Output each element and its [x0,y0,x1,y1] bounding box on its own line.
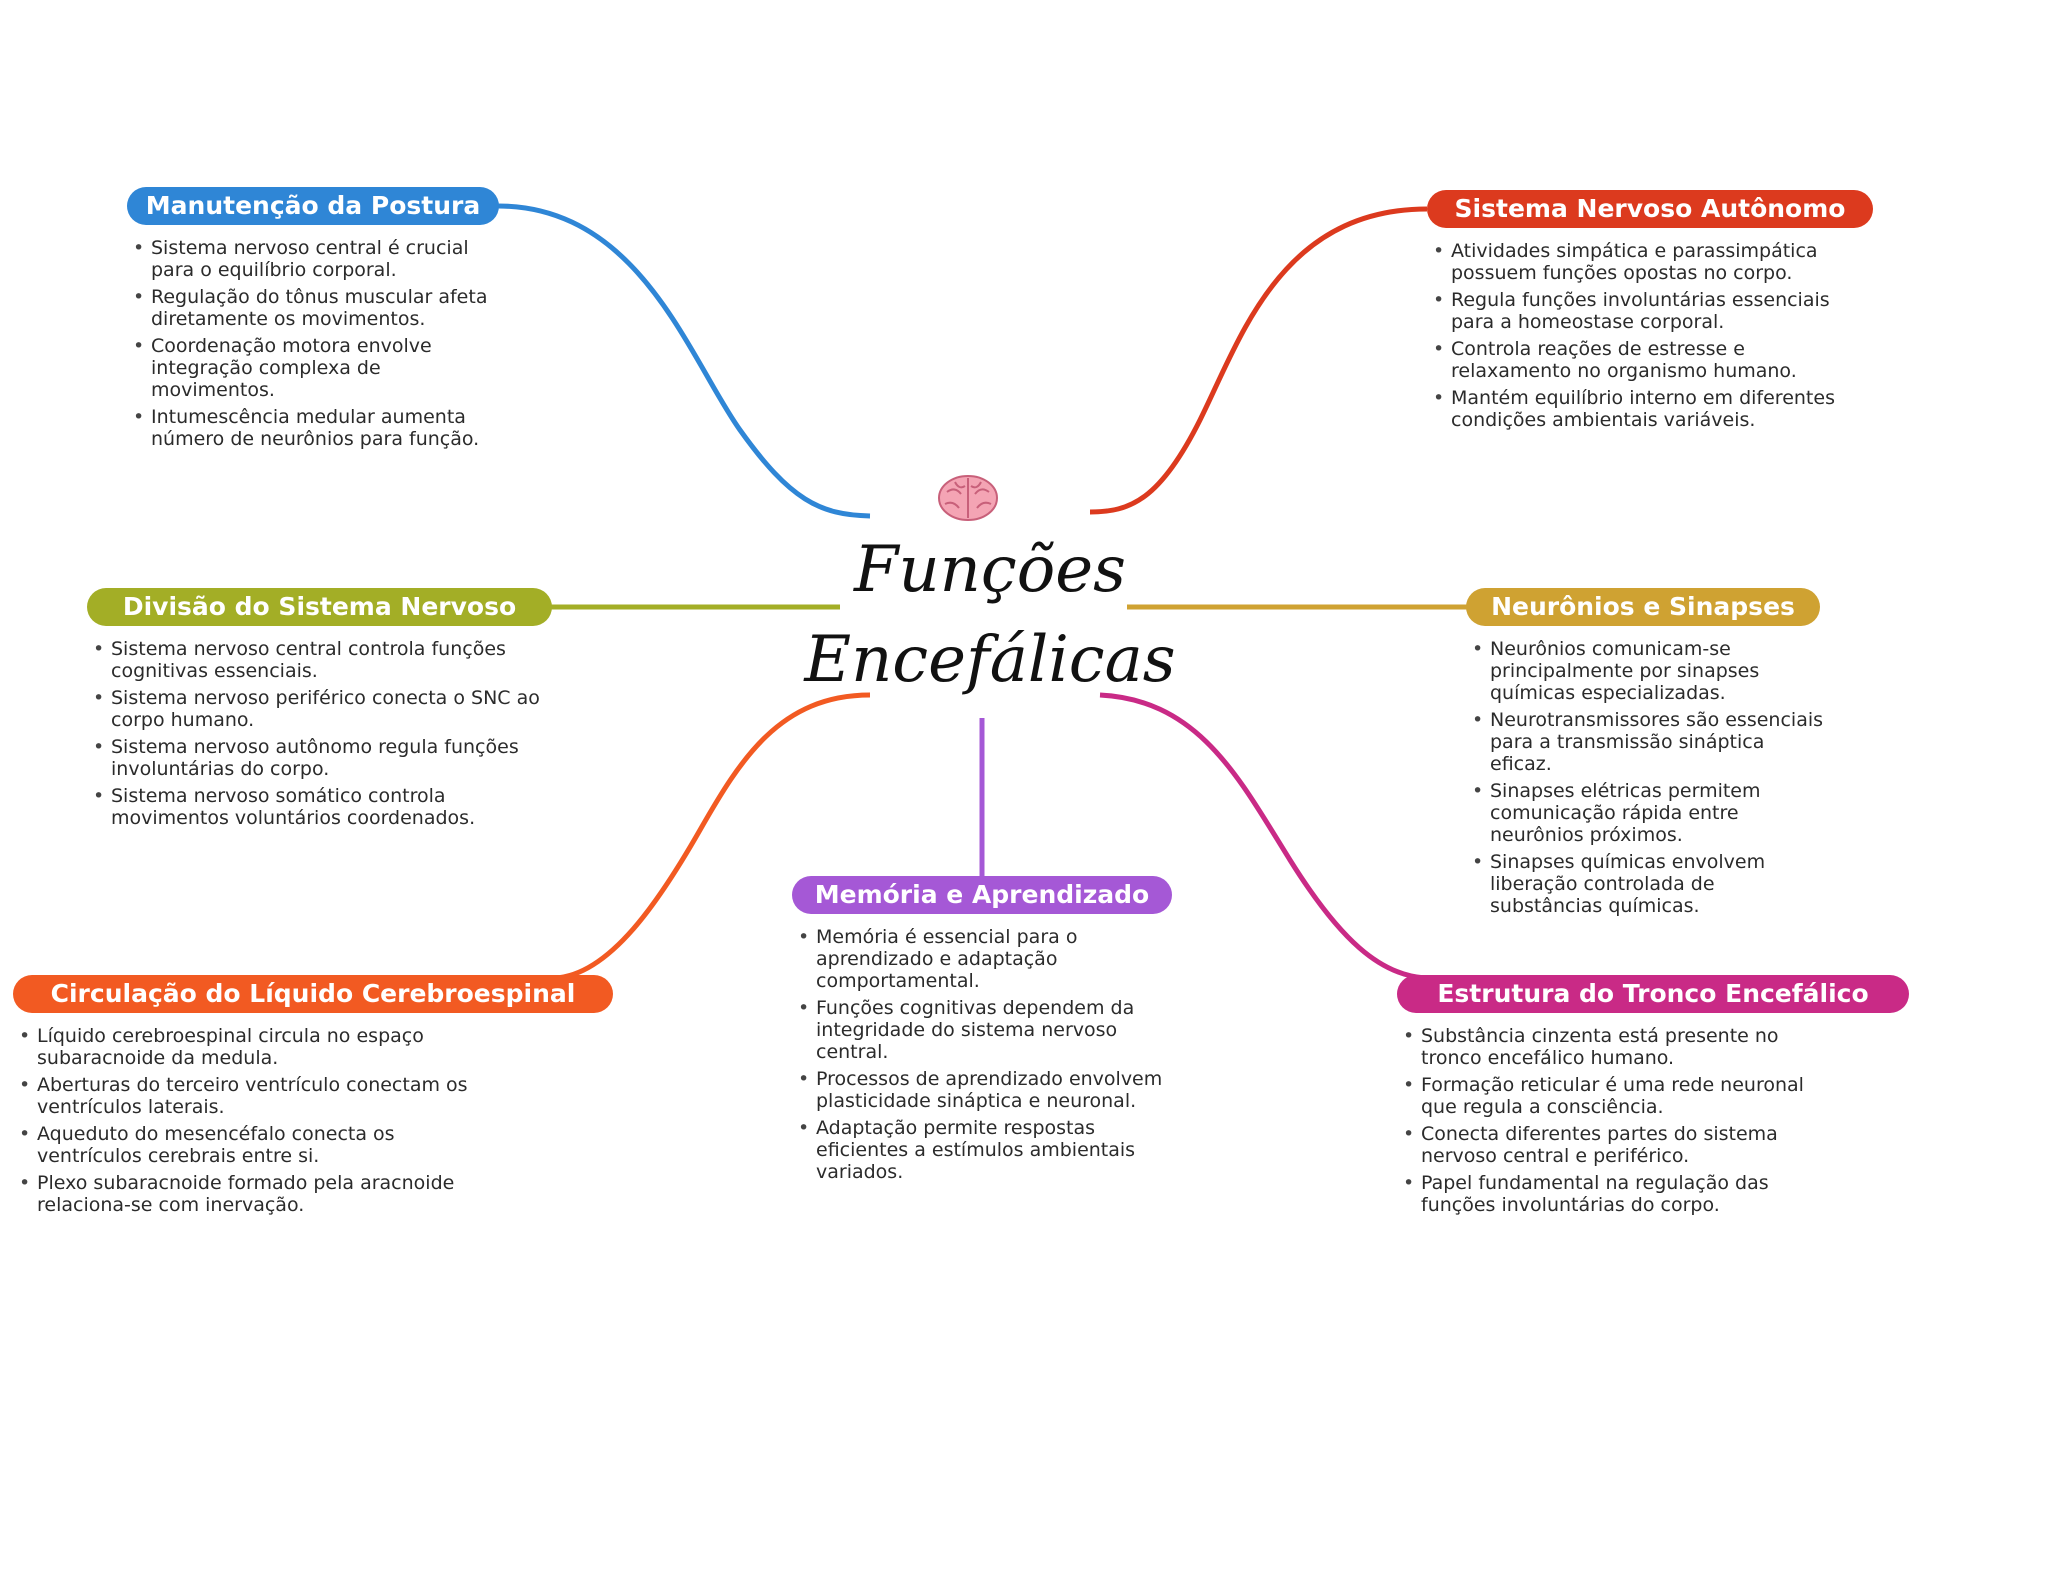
list-item: Intumescência medular aumenta número de … [127,406,507,450]
topic-pill-liquido[interactable]: Circulação do Líquido Cerebroespinal [13,975,613,1013]
list-item: Formação reticular é uma rede neuronal q… [1397,1074,1837,1118]
list-item: Regula funções involuntárias essenciais … [1427,289,1847,333]
list-item: Adaptação permite respostas eficientes a… [792,1117,1172,1183]
central-topic: Funções Encefálicas [790,525,1190,705]
topic-pill-neuronios[interactable]: Neurônios e Sinapses [1466,588,1820,626]
list-item: Neurônios comunicam-se principalmente po… [1466,638,1826,704]
list-item: Plexo subaracnoide formado pela aracnoid… [13,1172,493,1216]
list-item: Atividades simpática e parassimpática po… [1427,240,1847,284]
connector-autonomo [1089,206,1428,515]
brain-icon [935,470,1001,530]
list-item: Sinapses elétricas permitem comunicação … [1466,780,1826,846]
topic-items-neuronios: Neurônios comunicam-se principalmente po… [1466,638,1826,917]
list-item: Sinapses químicas envolvem liberação con… [1466,851,1826,917]
list-item: Aberturas do terceiro ventrículo conecta… [13,1074,493,1118]
list-item: Papel fundamental na regulação das funçõ… [1397,1172,1837,1216]
topic-pill-divisao[interactable]: Divisão do Sistema Nervoso [87,588,552,626]
topic-items-autonomo: Atividades simpática e parassimpática po… [1427,240,1847,431]
list-item: Controla reações de estresse e relaxamen… [1427,338,1847,382]
topic-pill-memoria[interactable]: Memória e Aprendizado [792,876,1172,914]
branch-postura: Manutenção da Postura Sistema nervoso ce… [127,187,507,455]
branch-autonomo: Sistema Nervoso Autônomo Atividades simp… [1427,190,1873,436]
list-item: Sistema nervoso periférico conecta o SNC… [87,687,547,731]
list-item: Coordenação motora envolve integração co… [127,335,507,401]
central-title-line2: Encefálicas [804,623,1176,697]
list-item: Regulação do tônus muscular afeta direta… [127,286,507,330]
list-item: Sistema nervoso central é crucial para o… [127,237,507,281]
list-item: Sistema nervoso autônomo regula funções … [87,736,547,780]
list-item: Conecta diferentes partes do sistema ner… [1397,1123,1837,1167]
topic-items-memoria: Memória é essencial para o aprendizado e… [792,926,1172,1183]
list-item: Sistema nervoso central controla funções… [87,638,547,682]
branch-memoria: Memória e Aprendizado Memória é essencia… [792,876,1172,1188]
connector-liquido [554,692,871,981]
list-item: Processos de aprendizado envolvem plasti… [792,1068,1172,1112]
topic-items-divisao: Sistema nervoso central controla funções… [87,638,547,829]
list-item: Líquido cerebroespinal circula no espaço… [13,1025,493,1069]
topic-pill-autonomo[interactable]: Sistema Nervoso Autônomo [1427,190,1873,228]
list-item: Mantém equilíbrio interno em diferentes … [1427,387,1847,431]
branch-liquido: Circulação do Líquido Cerebroespinal Líq… [13,975,613,1221]
list-item: Substância cinzenta está presente no tro… [1397,1025,1837,1069]
topic-pill-tronco[interactable]: Estrutura do Tronco Encefálico [1397,975,1909,1013]
topic-items-liquido: Líquido cerebroespinal circula no espaço… [13,1025,493,1216]
list-item: Sistema nervoso somático controla movime… [87,785,547,829]
list-item: Neurotransmissores são essenciais para a… [1466,709,1826,775]
branch-neuronios: Neurônios e Sinapses Neurônios comunicam… [1466,588,1826,922]
branch-divisao: Divisão do Sistema Nervoso Sistema nervo… [87,588,552,834]
central-title-line1: Funções [854,533,1126,607]
list-item: Memória é essencial para o aprendizado e… [792,926,1172,992]
topic-pill-postura[interactable]: Manutenção da Postura [127,187,499,225]
branch-tronco: Estrutura do Tronco Encefálico Substânci… [1397,975,1909,1221]
connector-postura [497,203,871,519]
list-item: Aqueduto do mesencéfalo conecta os ventr… [13,1123,493,1167]
list-item: Funções cognitivas dependem da integrida… [792,997,1172,1063]
connector-tronco [1099,692,1426,981]
topic-items-tronco: Substância cinzenta está presente no tro… [1397,1025,1837,1216]
topic-items-postura: Sistema nervoso central é crucial para o… [127,237,507,450]
